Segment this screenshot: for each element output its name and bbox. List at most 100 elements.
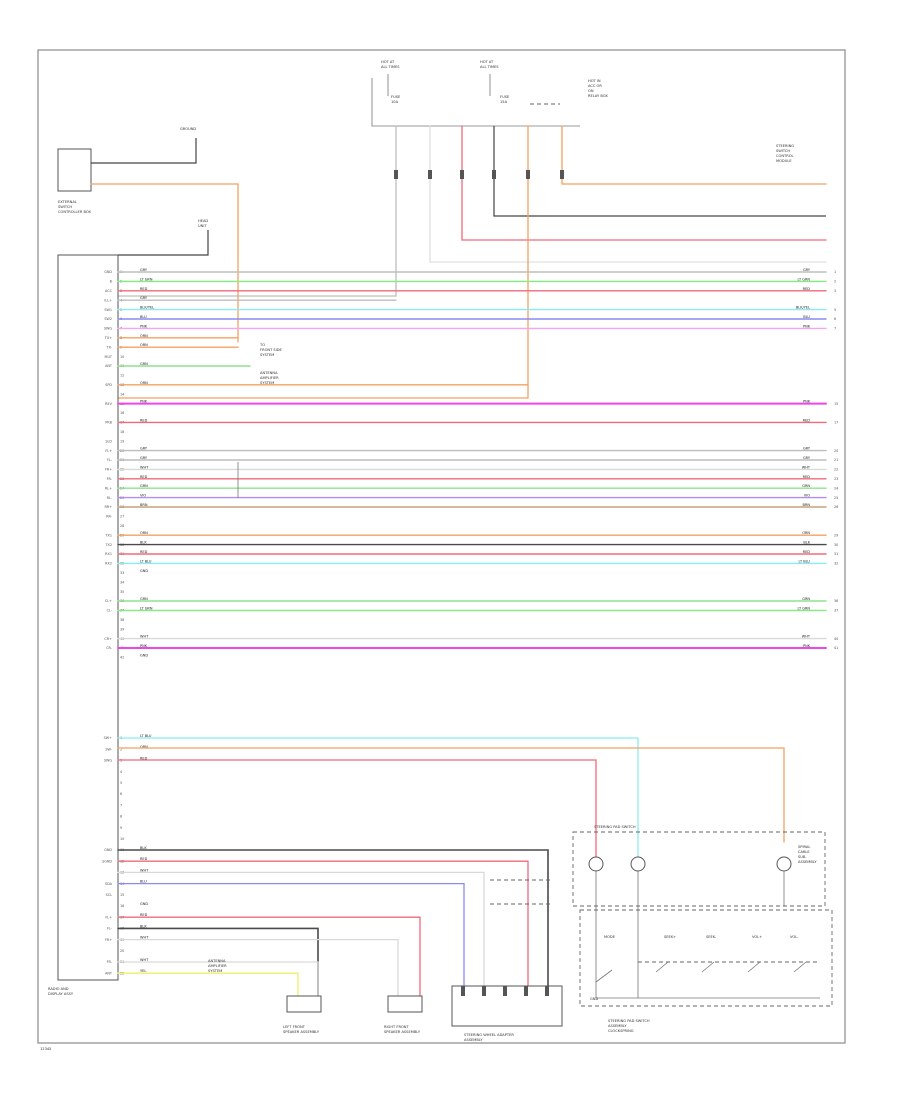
fuse-right-label-2: ACC OR bbox=[588, 84, 602, 88]
wire-right-label-39: WHT bbox=[802, 635, 811, 639]
radio-pin-40: CR- bbox=[106, 646, 113, 650]
diagram-frame bbox=[37, 49, 846, 1044]
lower-pin-11: SGND bbox=[102, 859, 112, 863]
to-other-label-3: SYSTEM bbox=[208, 969, 222, 973]
wire-label-21: WHT bbox=[140, 465, 149, 469]
lower-pin-14: SCL bbox=[106, 893, 113, 897]
right-pin-14: 15 bbox=[834, 402, 838, 406]
drop-black-1 bbox=[493, 126, 826, 217]
lower-pin-number-8: 9 bbox=[120, 826, 122, 830]
wire-label-8: ORN bbox=[140, 343, 148, 347]
clockspring-terminal-1 bbox=[588, 856, 604, 872]
radio-pin-4: SW1 bbox=[104, 308, 112, 312]
wire-label-24: VIO bbox=[140, 494, 146, 498]
right-pin-24: 25 bbox=[834, 496, 838, 500]
external-switch-box bbox=[57, 148, 92, 192]
right-speaker-label-1: RIGHT FRONT bbox=[384, 1025, 409, 1029]
lower-wire-10 bbox=[117, 849, 549, 987]
right-pin-40: 41 bbox=[834, 646, 838, 650]
fuse-left-label-1: HOT AT bbox=[381, 60, 395, 64]
wire-right-label-25: BRN bbox=[803, 503, 811, 507]
lower-wire-label-12: WHT bbox=[140, 868, 149, 872]
wire-right-label-4: BLK/YEL bbox=[796, 306, 810, 310]
radio-pin-14: REV bbox=[105, 402, 112, 406]
lower-wire-label-13: BLU bbox=[140, 880, 147, 884]
wire-right-label-1: LT GRN bbox=[798, 277, 811, 281]
left-speaker-body bbox=[286, 995, 322, 1013]
radio-pin-31: RX2 bbox=[105, 562, 112, 566]
radio-pin-28: TX1 bbox=[104, 533, 112, 537]
ground-mid-wire bbox=[118, 230, 209, 256]
radio-pin-number-9: 10 bbox=[120, 355, 124, 359]
switch-label-mode: MODE bbox=[604, 935, 616, 939]
radio-pin-0: GND bbox=[104, 270, 112, 274]
radio-pin-number-32: 33 bbox=[120, 571, 124, 575]
lower-pin-18: FR+ bbox=[105, 938, 112, 942]
radio-pin-number-18: 19 bbox=[120, 439, 124, 443]
radio-pin-29: TX2 bbox=[104, 543, 112, 547]
wire-right-label-20: GRY bbox=[803, 456, 811, 460]
radio-pin-16: PKB bbox=[105, 421, 112, 425]
wire-right-label-30: RED bbox=[803, 550, 811, 554]
lower-wire-label-20: WHT bbox=[140, 958, 149, 962]
radio-pin-21: FR+ bbox=[105, 468, 112, 472]
right-pin-1: 2 bbox=[834, 280, 836, 284]
lower-wire-label-1: ORN bbox=[140, 745, 148, 749]
clockspring-terminal-3 bbox=[776, 856, 792, 872]
wire-label-16: RED bbox=[140, 418, 148, 422]
radio-pin-number-27: 28 bbox=[120, 524, 124, 528]
drop-gray-1 bbox=[117, 125, 397, 297]
wire-right-label-31: LT BLU bbox=[799, 559, 811, 563]
radio-pin-19: FL+ bbox=[105, 449, 112, 453]
radio-pin-20: FL- bbox=[107, 458, 113, 462]
wire-label-39: WHT bbox=[140, 635, 149, 639]
switch-mode bbox=[595, 969, 613, 983]
lower-pin-1: SW- bbox=[105, 747, 112, 751]
lower-pin-2: SWG bbox=[104, 759, 113, 763]
wire-label-5: BLU bbox=[140, 315, 147, 319]
lower-wire-label-11: RED bbox=[140, 857, 148, 861]
lower-wire-label-0: LT BLU bbox=[140, 734, 152, 738]
right-pin-6: 7 bbox=[834, 327, 836, 331]
lower-wire-label-10: BLK bbox=[140, 846, 147, 850]
right-pin-22: 23 bbox=[834, 477, 838, 481]
fuse-mid-sub-1: FUSE bbox=[500, 95, 510, 99]
switch-pad-outline bbox=[579, 909, 833, 1007]
ground-mid-label-2: UNIT bbox=[198, 224, 207, 228]
wire-label-40: PNK bbox=[140, 644, 148, 648]
fuse-right-label-4: RELAY BOX bbox=[588, 94, 608, 98]
wire-right-label-24: VIO bbox=[804, 494, 810, 498]
lower-pin-number-9: 10 bbox=[120, 837, 124, 841]
adapter-label-2: ASSEMBLY bbox=[464, 1038, 483, 1042]
right-pin-20: 21 bbox=[834, 458, 838, 462]
steering-pad-outline bbox=[572, 831, 826, 907]
lower-pin-0: SW+ bbox=[104, 736, 113, 740]
wire-right-label-23: GRN bbox=[802, 484, 810, 488]
switch-vol-plus bbox=[747, 961, 761, 973]
radio-pin-23: RL+ bbox=[105, 486, 112, 490]
right-speaker-label-2: SPEAKER ASSEMBLY bbox=[384, 1030, 421, 1034]
wire-right-label-29: BLK bbox=[803, 541, 810, 545]
orn-run bbox=[117, 747, 785, 843]
wire-label-19: GRY bbox=[140, 447, 148, 451]
fuse-right-label-1: HOT IN bbox=[588, 79, 601, 83]
lower-pin-number-7: 8 bbox=[120, 815, 122, 819]
wire-label-6: PNK bbox=[140, 324, 148, 328]
wire-label-30: RED bbox=[140, 550, 148, 554]
to-amp-3: SYSTEM bbox=[260, 381, 274, 385]
wire-right-label-21: WHT bbox=[802, 465, 811, 469]
right-box-label-3: CLOCKSPRING bbox=[608, 1029, 634, 1033]
right-pin-39: 40 bbox=[834, 637, 838, 641]
lower-pin-16: FL+ bbox=[105, 915, 112, 919]
right-box-label-2: ASSEMBLY bbox=[608, 1024, 627, 1028]
footer-code: 12345 bbox=[40, 1047, 51, 1051]
spiral-label-2: CABLE bbox=[798, 850, 810, 854]
switch-label-vol-minus: VOL- bbox=[790, 935, 799, 939]
right-box-label-1: STEERING PAD SWITCH bbox=[608, 1019, 650, 1023]
switch-vol-minus bbox=[793, 961, 807, 973]
lower-pin-number-14: 15 bbox=[120, 893, 124, 897]
ground-top-label: GROUND bbox=[180, 127, 196, 131]
radio-label-1: RADIO AND bbox=[48, 987, 69, 991]
left-speaker-label-1: LEFT FRONT bbox=[283, 1025, 306, 1029]
lower-pin-number-3: 4 bbox=[120, 770, 122, 774]
